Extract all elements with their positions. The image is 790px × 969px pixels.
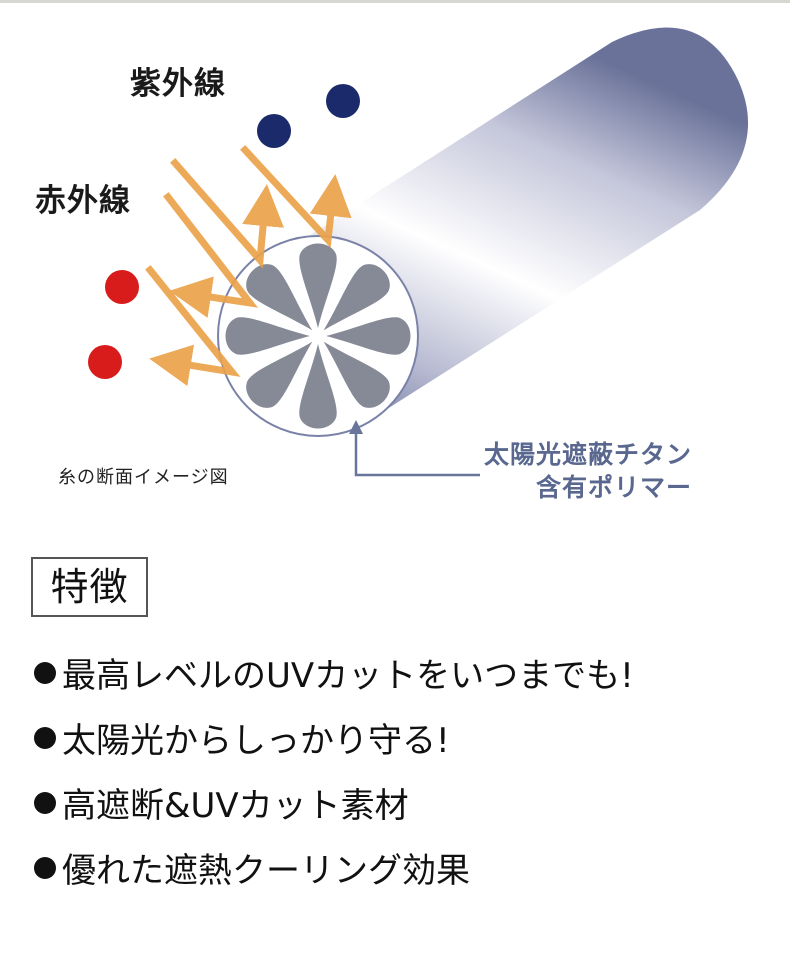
feature-item: 太陽光からしっかり守る! (30, 705, 634, 770)
feature-text: 最高レベルのUVカットをいつまでも! (62, 656, 634, 696)
pointer-line (349, 420, 480, 477)
feature-item: 最高レベルのUVカットをいつまでも! (30, 640, 634, 705)
features-title: 特徴 (31, 557, 148, 617)
feature-text: 太陽光からしっかり守る! (62, 721, 450, 761)
top-border (0, 0, 790, 3)
polymer-label-line2: 含有ポリマー (536, 473, 693, 502)
feature-item: 高遮断&UVカット素材 (30, 770, 634, 835)
feature-item: 優れた遮熱クーリング効果 (30, 835, 634, 900)
feature-list: 最高レベルのUVカットをいつまでも! 太陽光からしっかり守る! 高遮断&UVカッ… (30, 640, 634, 900)
uv-dot (326, 84, 360, 118)
polymer-label-line1: 太陽光遮蔽チタン (484, 440, 693, 469)
ir-dot (105, 270, 139, 304)
bullet-icon (34, 661, 56, 684)
reflected-rays (145, 145, 352, 387)
ir-dot (88, 345, 122, 379)
cross-section-caption: 糸の断面イメージ図 (58, 467, 229, 488)
bullet-icon (34, 791, 56, 814)
feature-text: 高遮断&UVカット素材 (62, 786, 409, 826)
cross-section (217, 235, 419, 437)
uv-label: 紫外線 (130, 66, 226, 102)
bullet-icon (34, 856, 56, 879)
feature-text: 優れた遮熱クーリング効果 (62, 851, 470, 891)
bullet-icon (34, 726, 56, 749)
ir-label: 赤外線 (35, 183, 131, 219)
fiber-illustration (88, 27, 749, 477)
polymer-label: 太陽光遮蔽チタン 含有ポリマー (484, 438, 692, 504)
uv-dot (257, 114, 291, 148)
fiber-diagram: 紫外線 赤外線 糸の断面イメージ図 太陽光遮蔽チタン 含有ポリマー (35, 27, 749, 504)
